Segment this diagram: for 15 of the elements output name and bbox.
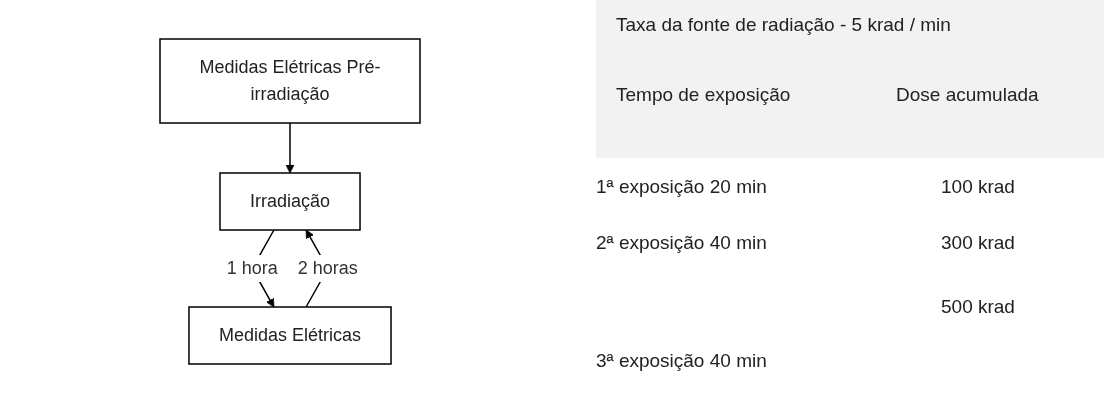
table-cell: 300 krad xyxy=(941,232,1015,254)
arrow xyxy=(285,122,295,174)
column-header: Dose acumulada xyxy=(896,84,1039,106)
node-box: Irradiação xyxy=(219,172,361,231)
node-box: Medidas Elétricas Pré-irradiação xyxy=(159,38,421,124)
column-header: Tempo de exposição xyxy=(616,84,791,106)
table-cell: 100 krad xyxy=(941,176,1015,198)
table-cell: 2ª exposição 40 min xyxy=(596,232,767,254)
table-title: Taxa da fonte de radiação - 5 krad / min xyxy=(616,14,951,36)
edge-label: 1 hora xyxy=(226,258,278,278)
table-cell: 500 krad xyxy=(941,296,1015,318)
node-box: Medidas Elétricas xyxy=(188,306,392,365)
table-cell: 3ª exposição 40 min xyxy=(596,350,767,372)
edge-label: 2 horas xyxy=(297,258,358,278)
table-cell: 1ª exposição 20 min xyxy=(596,176,767,198)
